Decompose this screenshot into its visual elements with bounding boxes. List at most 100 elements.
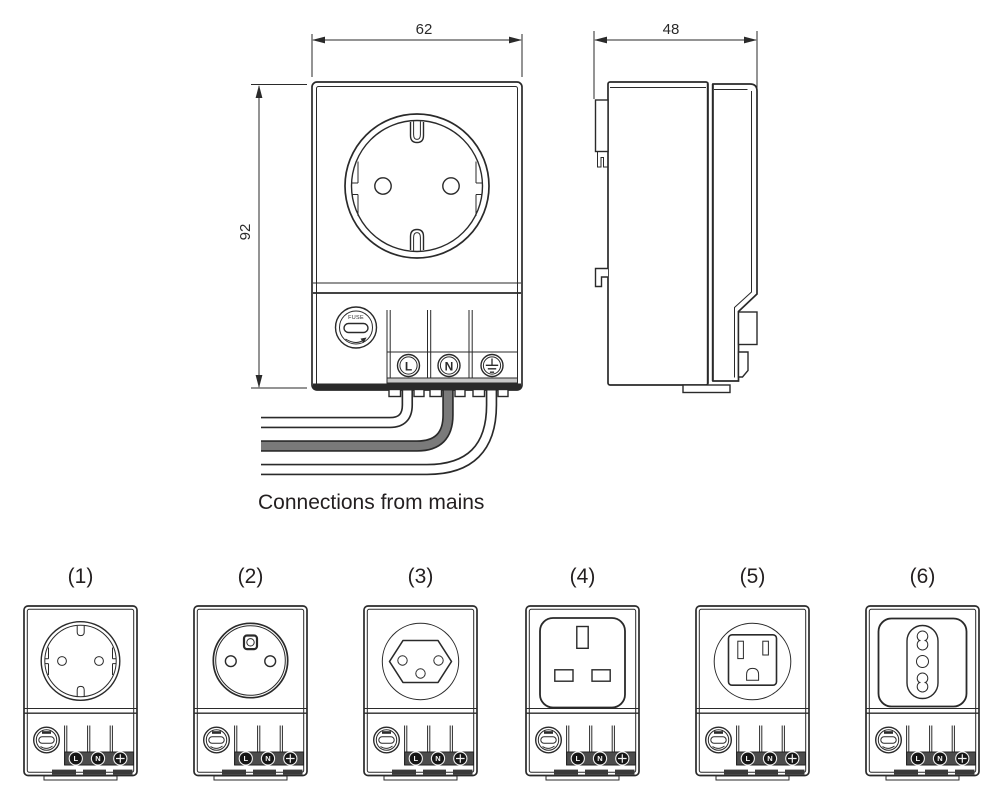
- wire-line: [261, 390, 412, 427]
- schuko-face: [40, 621, 121, 701]
- dimension-width: 62: [311, 21, 523, 77]
- socket-body: [526, 606, 639, 780]
- side-recess-left: [351, 161, 359, 216]
- french-face: [212, 622, 289, 699]
- pin-hole-right: [433, 655, 444, 666]
- socket-variant-3-swiss: (3): [363, 560, 478, 781]
- dimension-width-label: 62: [416, 21, 433, 38]
- socket-body: [364, 606, 477, 780]
- arrowhead: [509, 36, 522, 44]
- line-slot: [554, 669, 574, 682]
- socket-variant-6-italian: (6): [865, 560, 980, 781]
- socket-recess: [539, 617, 626, 709]
- socket-label: (2): [237, 565, 264, 588]
- earth-slot-bottom: [76, 685, 85, 697]
- socket-variant-5-us: (5): [695, 560, 810, 781]
- socket-body: [194, 606, 307, 780]
- socket-label: (5): [739, 565, 766, 588]
- pin-hole-left: [224, 655, 237, 668]
- hole-fill: [918, 640, 927, 650]
- socket-outer-circle: [40, 621, 121, 701]
- terminal-neutral: N: [437, 353, 461, 378]
- hex-recess: [388, 639, 453, 684]
- socket-drawing-french: [193, 605, 308, 781]
- schuko-socket-face: [344, 113, 490, 259]
- pin-hole-right: [94, 656, 104, 666]
- tab: [472, 388, 486, 398]
- fuse-outer-circle: [334, 306, 378, 349]
- front-view: FUSE L N: [258, 81, 523, 514]
- dimension-depth-label: 48: [663, 21, 680, 38]
- fuse-slot: [343, 322, 369, 334]
- terminal-neutral-label: N: [445, 359, 454, 373]
- us-face: [713, 622, 792, 701]
- terminal-line-label: L: [405, 359, 412, 373]
- hole-fill: [918, 631, 927, 641]
- tab: [497, 388, 509, 398]
- dimension-depth: 48: [593, 21, 758, 104]
- terminal-circle-inner: [439, 356, 459, 375]
- socket-label: (6): [909, 565, 936, 588]
- wire-earth-outline: [261, 390, 498, 476]
- swiss-face: [381, 622, 460, 701]
- mounting-tab-feet: [597, 151, 608, 168]
- socket-drawing-italian: [865, 605, 980, 781]
- terminal-circle-inner: [399, 356, 418, 375]
- socket-label: (1): [67, 565, 94, 588]
- earth-slot-bottom: [409, 228, 425, 250]
- socket-recess: [727, 633, 778, 687]
- side-tab-upper: [737, 311, 758, 346]
- pin-hole-left: [397, 655, 408, 666]
- neutral-slot: [591, 669, 611, 682]
- ground-hole: [746, 667, 760, 681]
- earth-slot-top-inner: [413, 121, 421, 140]
- arrowhead: [255, 85, 263, 98]
- arrowhead: [594, 36, 607, 44]
- side-recess-right: [112, 647, 116, 675]
- socket-label: (4): [569, 565, 596, 588]
- terminal-earth: [480, 353, 504, 378]
- fuse-label: FUSE: [348, 315, 364, 321]
- caption: Connections from mains: [258, 491, 484, 514]
- socket-inner-circle: [44, 624, 117, 698]
- socket-drawing-us: [695, 605, 810, 781]
- terminal-circle: [437, 353, 461, 378]
- earth-slot-top: [409, 122, 425, 144]
- pin-hole-left: [57, 656, 67, 666]
- device-views-drawing: 62 92 48: [237, 21, 758, 514]
- terminal-line: L: [396, 353, 421, 378]
- earth-symbol: [485, 358, 499, 373]
- side-tab-lower: [737, 351, 749, 378]
- socket-inner-circle: [350, 119, 484, 253]
- tab: [388, 388, 402, 398]
- earth-slot-bottom-inner: [413, 232, 421, 251]
- pin-hole-right: [264, 655, 277, 668]
- mounting-tab-top: [594, 99, 609, 153]
- socket-outer-circle: [713, 622, 792, 701]
- earth-pin: [246, 638, 255, 647]
- line-slot: [762, 640, 769, 656]
- arrowhead: [744, 36, 757, 44]
- socket-drawing-schuko: [23, 605, 138, 781]
- side-recess-left: [45, 647, 49, 675]
- socket-body: [24, 606, 137, 780]
- dimension-height-label: 92: [237, 224, 254, 241]
- pin-channel: [906, 624, 939, 700]
- hole-fill: [918, 682, 927, 692]
- wire-line-outline: [261, 390, 414, 429]
- mains-wires: [261, 390, 498, 476]
- terminal-circle: [480, 353, 504, 378]
- terminal-circle-inner: [482, 356, 502, 375]
- socket-outer-circle: [381, 622, 460, 701]
- side-recess-right: [475, 161, 483, 216]
- neutral-slot: [737, 640, 744, 660]
- socket-drawing-swiss: [363, 605, 478, 781]
- terminal-strip: [386, 377, 518, 384]
- socket-variant-2-french: (2): [193, 560, 308, 781]
- front-plate-bevel: [714, 89, 752, 378]
- dual-hole-top: [916, 630, 929, 651]
- wire-earth: [261, 390, 496, 474]
- italian-face: [877, 617, 968, 708]
- socket-outer-circle: [344, 113, 490, 259]
- arrowhead: [255, 375, 263, 388]
